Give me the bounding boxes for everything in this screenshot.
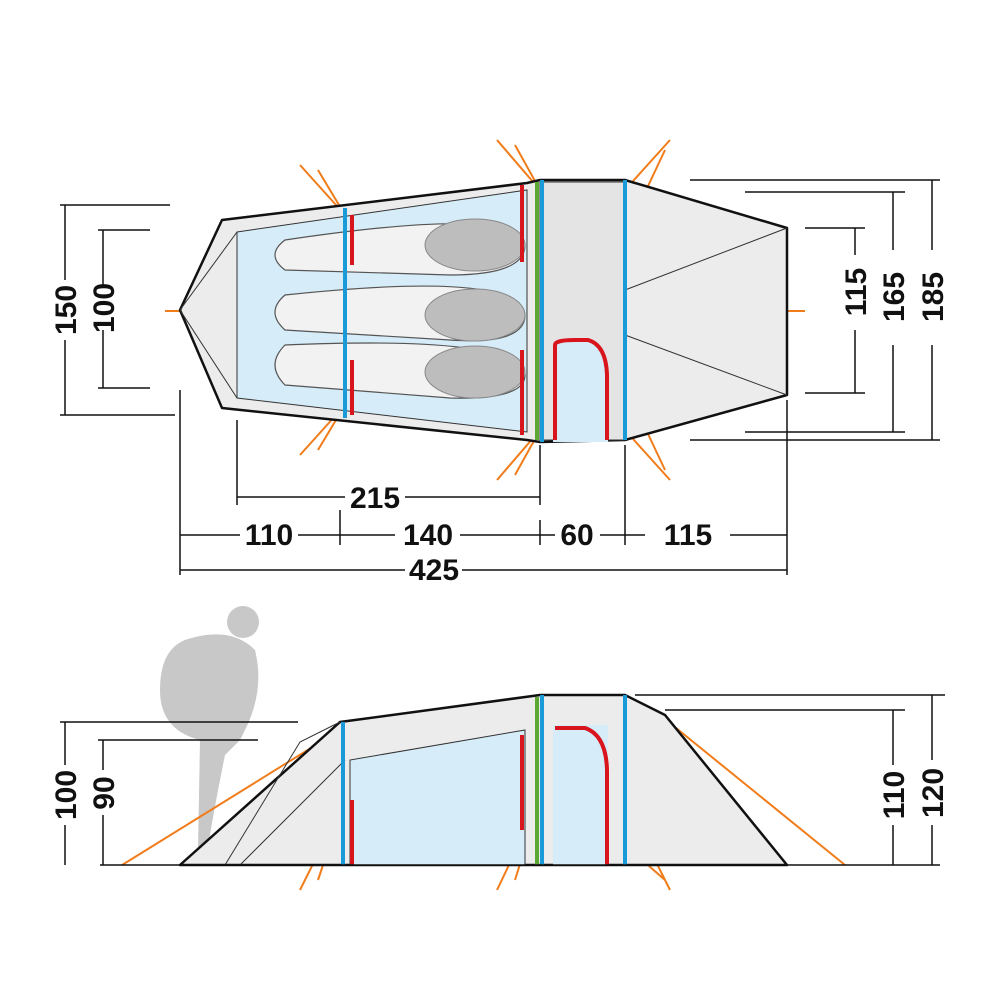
dim-rear-outer-width: 185	[917, 272, 950, 322]
dim-rear-outer-height: 120	[917, 768, 950, 818]
dimensions-top	[60, 179, 940, 575]
side-view	[100, 606, 940, 891]
dim-front-inner-height: 90	[88, 776, 121, 809]
dim-total-length: 425	[409, 554, 459, 587]
top-view	[165, 139, 805, 481]
dim-middle-section: 60	[560, 519, 593, 552]
dim-rear-vestibule: 115	[664, 519, 712, 552]
dim-front-outer-width: 150	[50, 285, 83, 335]
dimensions-side	[60, 694, 945, 865]
dim-rear-inner-width: 115	[840, 268, 873, 316]
dim-inner-section: 140	[403, 519, 453, 552]
dim-rear-inner-height: 110	[878, 771, 911, 819]
person-silhouette	[160, 606, 259, 850]
dim-front-outer-height: 100	[50, 770, 83, 820]
sleeping-bags	[274, 218, 526, 399]
dim-inner-length: 215	[350, 482, 400, 515]
dim-front-vestibule: 110	[245, 519, 293, 552]
dim-rear-mid-width: 165	[878, 272, 911, 322]
dim-front-inner-width: 100	[88, 283, 121, 333]
